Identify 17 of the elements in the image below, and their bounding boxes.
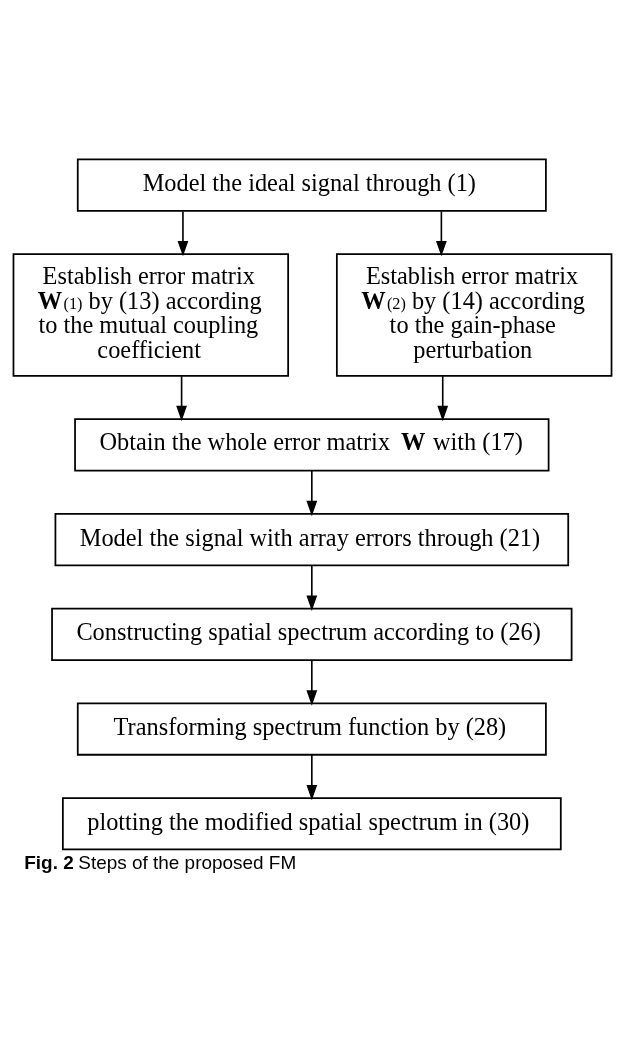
arrow xyxy=(176,375,187,422)
node-box: Obtain the whole error matrix W with (17) xyxy=(74,418,550,472)
node-box: Establish error matrix W(2) by (14) according to the gain-phase perturbation xyxy=(335,253,613,377)
node-box: Transforming spectrum function by (28) xyxy=(76,702,547,756)
arrow xyxy=(435,210,447,257)
arrow xyxy=(177,210,189,257)
node-box: Model the signal with array errors through (21) xyxy=(54,513,570,567)
arrow xyxy=(437,375,449,422)
node-box: Establish error matrix W(1) by (13) according to the mutual coupling coefficient xyxy=(12,253,290,377)
arrow xyxy=(306,754,318,801)
arrow xyxy=(306,564,318,611)
arrow xyxy=(306,470,318,517)
node-box: plotting the modified spatial spectrum in (30) xyxy=(62,797,562,851)
node-box: Constructing spatial spectrum according to (26) xyxy=(51,607,573,661)
node-box: Model the ideal signal through (1) xyxy=(76,158,547,212)
arrow xyxy=(306,659,318,706)
caption: Fig. 2 Steps of the proposed FM xyxy=(24,851,297,873)
